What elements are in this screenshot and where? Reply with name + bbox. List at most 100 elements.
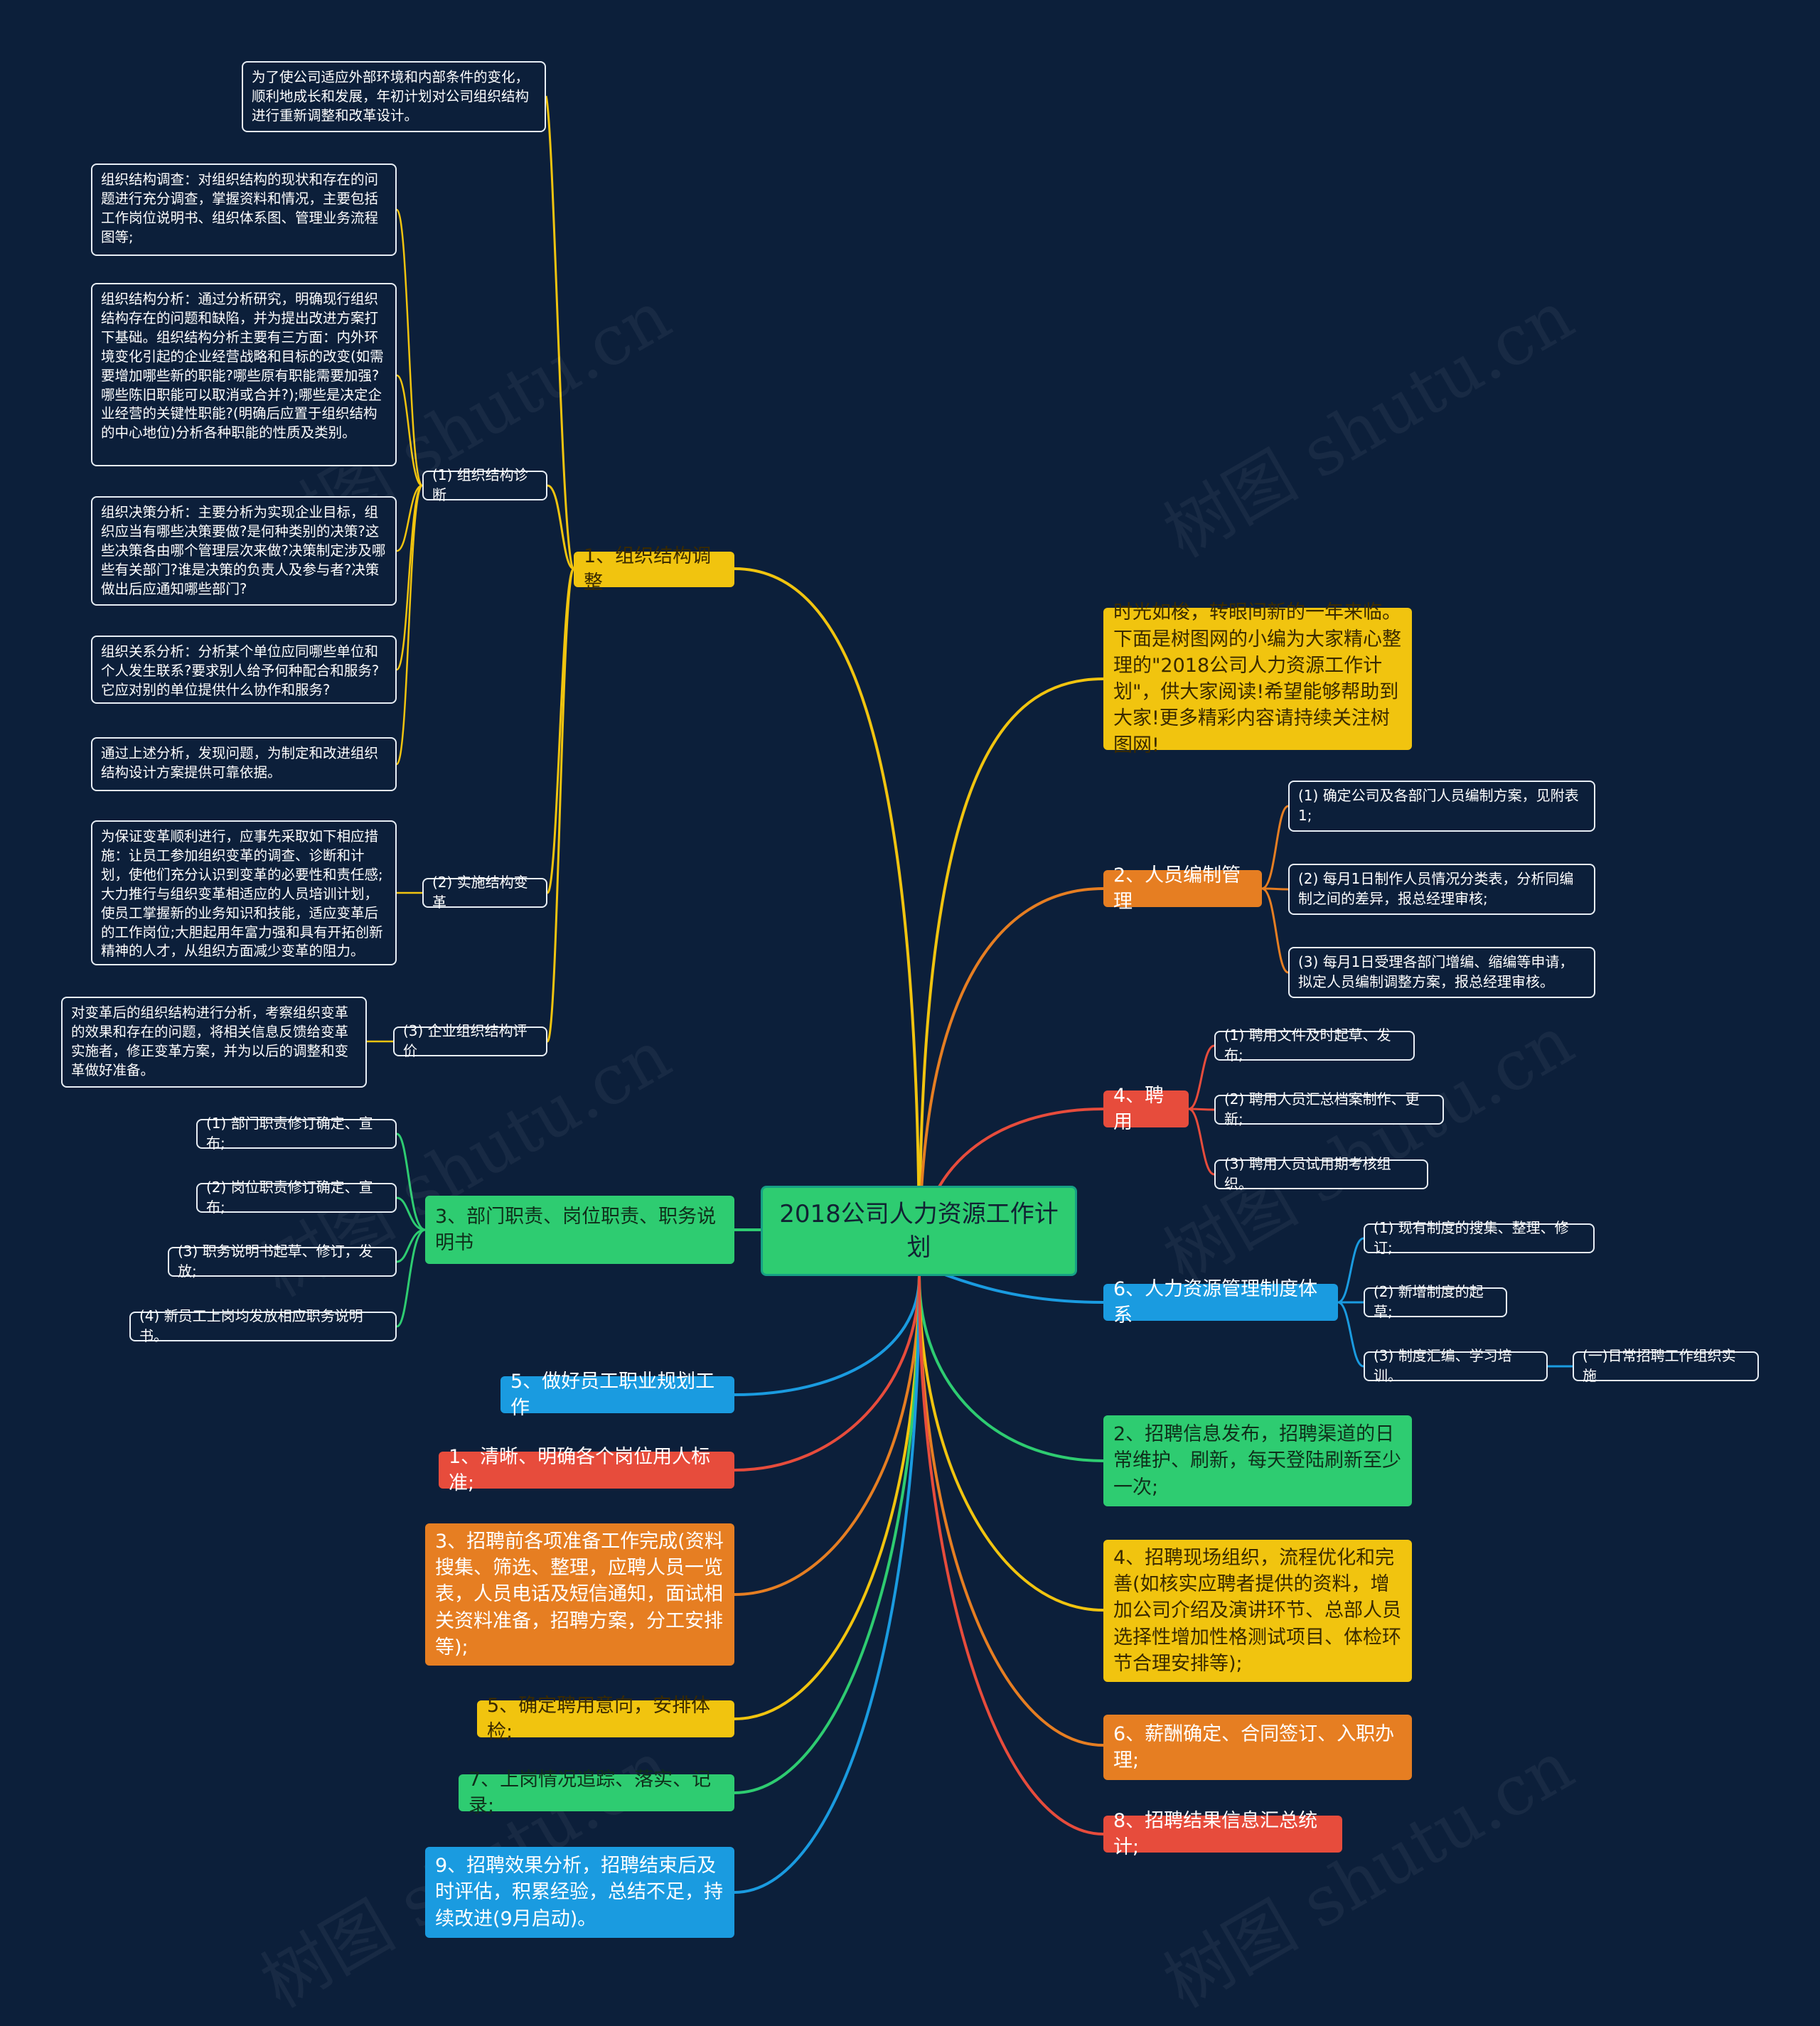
org-evaluate-label: (3) 企业组织结构评价 — [403, 1022, 528, 1059]
link-onsite — [918, 1275, 1104, 1612]
branch-prep[interactable]: 3、招聘前各项准备工作完成(资料搜集、筛选、整理，应聘人员一览表，人员电话及短信… — [425, 1523, 734, 1666]
branch-standard[interactable]: 1、清晰、明确各个岗位用人标准; — [439, 1446, 734, 1494]
link-diag-1 — [395, 208, 424, 487]
staffing-item[interactable]: (1) 确定公司及各部门人员编制方案，见附表1; — [1288, 781, 1595, 832]
system-item[interactable]: (2) 新增制度的起草; — [1364, 1283, 1507, 1320]
branch-salary[interactable]: 6、薪酬确定、合同签订、入职办理; — [1103, 1715, 1412, 1780]
org-diagnosis[interactable]: (1) 组织结构诊断 — [422, 466, 547, 503]
implement-item[interactable]: 为保证变革顺利进行，应事先采取如下相应措施：让员工参加组织变革的调查、诊断和计划… — [91, 820, 397, 965]
org-implement[interactable]: (2) 实施结构变革 — [422, 874, 547, 911]
link-publish — [918, 1275, 1104, 1462]
org-diagnosis-label: (1) 组织结构诊断 — [432, 466, 528, 503]
org-intro[interactable]: 为了使公司适应外部环境和内部条件的变化，顺利地成长和发展，年初计划对公司组织结构… — [242, 61, 546, 132]
staffing-item-text: (1) 确定公司及各部门人员编制方案，见附表1; — [1298, 787, 1579, 824]
hire-item[interactable]: (1) 聘用文件及时起草、发布; — [1214, 1027, 1415, 1063]
duty-item-text: (1) 部门职责修订确定、宣布; — [206, 1115, 373, 1152]
link-staff-3 — [1261, 887, 1289, 974]
branch-standard-label: 1、清晰、明确各个岗位用人标准; — [449, 1445, 711, 1494]
branch-system[interactable]: 6、人力资源管理制度体系 — [1103, 1278, 1338, 1326]
system-item[interactable]: (1) 现有制度的搜集、整理、修订; — [1364, 1219, 1595, 1256]
system-item[interactable]: (3) 制度汇编、学习培训。 — [1364, 1347, 1548, 1384]
hire-item-text: (3) 聘用人员试用期考核组织。 — [1224, 1155, 1391, 1192]
diagnosis-item[interactable]: 组织关系分析：分析某个单位应同哪些单位和个人发生联系?要求别人给予何种配合和服务… — [91, 636, 397, 704]
link-staff-1 — [1261, 805, 1289, 890]
branch-hire[interactable]: 4、聘用 — [1103, 1085, 1189, 1133]
implement-item-text: 为保证变革顺利进行，应事先采取如下相应措施：让员工参加组织变革的调查、诊断和计划… — [101, 828, 383, 960]
org-intro-text: 为了使公司适应外部环境和内部条件的变化，顺利地成长和发展，年初计划对公司组织结构… — [252, 69, 530, 124]
diagnosis-item[interactable]: 通过上述分析，发现问题，为制定和改进组织结构设计方案提供可靠依据。 — [91, 737, 397, 791]
link-org — [734, 567, 921, 1266]
branch-intent[interactable]: 5、确定聘用意向，安排体检; — [477, 1695, 734, 1743]
branch-career-label: 5、做好员工职业规划工作 — [510, 1370, 715, 1419]
branch-track-label: 7、上岗情况追踪、落实、记录; — [469, 1768, 712, 1817]
link-analysis — [734, 1275, 921, 1894]
branch-track[interactable]: 7、上岗情况追踪、落实、记录; — [459, 1769, 734, 1817]
diagnosis-item-text: 组织关系分析：分析某个单位应同哪些单位和个人发生联系?要求别人给予何种配合和服务… — [101, 643, 380, 698]
duty-item-text: (4) 新员工上岗均发放相应职务说明书。 — [139, 1307, 363, 1344]
org-evaluate[interactable]: (3) 企业组织结构评价 — [393, 1022, 547, 1059]
link-staffing — [918, 887, 1104, 1266]
diagnosis-item-text: 组织结构调查：对组织结构的现状和存在的问题进行充分调查，掌握资料和情况，主要包括… — [101, 171, 379, 245]
diagnosis-item[interactable]: 组织结构调查：对组织结构的现状和存在的问题进行充分调查，掌握资料和情况，主要包括… — [91, 164, 397, 256]
branch-org[interactable]: 1、组织结构调整 — [574, 545, 734, 594]
duty-item[interactable]: (4) 新员工上岗均发放相应职务说明书。 — [129, 1307, 397, 1344]
branch-publish-label: 2、招聘信息发布，招聘渠道的日常维护、刷新，每天登陆刷新至少一次; — [1113, 1423, 1401, 1499]
central-topic-label: 2018公司人力资源工作计划 — [779, 1199, 1059, 1262]
link-duty-4 — [396, 1228, 426, 1328]
branch-system-label: 6、人力资源管理制度体系 — [1113, 1277, 1318, 1326]
link-diag-3 — [396, 484, 423, 552]
duty-item[interactable]: (3) 职务说明书起草、修订，发放; — [168, 1243, 397, 1280]
link-org-implement — [546, 567, 575, 894]
hire-item-text: (2) 聘用人员汇总档案制作、更新; — [1224, 1090, 1420, 1127]
staffing-item-text: (3) 每月1日受理各部门增编、缩编等申请，拟定人员编制调整方案，报总经理审核。 — [1298, 953, 1574, 990]
branch-publish[interactable]: 2、招聘信息发布，招聘渠道的日常维护、刷新，每天登陆刷新至少一次; — [1103, 1415, 1412, 1506]
branch-duty[interactable]: 3、部门职责、岗位职责、职务说明书 — [425, 1196, 734, 1264]
link-org-intro — [545, 95, 575, 570]
system-extra-item[interactable]: (一)日常招聘工作组织实施 — [1573, 1347, 1759, 1384]
diagnosis-item-text: 组织结构分析：通过分析研究，明确现行组织结构存在的问题和缺陷，并为提出改进方案打… — [101, 291, 384, 441]
diagnosis-item-text: 通过上述分析，发现问题，为制定和改进组织结构设计方案提供可靠依据。 — [101, 745, 379, 781]
branch-summary-label: 8、招聘结果信息汇总统计; — [1113, 1809, 1318, 1858]
duty-item[interactable]: (2) 岗位职责修订确定、宣布; — [196, 1179, 397, 1216]
duty-item-text: (2) 岗位职责修订确定、宣布; — [206, 1179, 373, 1216]
diagnosis-item[interactable]: 组织结构分析：通过分析研究，明确现行组织结构存在的问题和缺陷，并为提出改进方案打… — [91, 283, 397, 466]
link-diag-2 — [396, 374, 423, 487]
system-item-text: (2) 新增制度的起草; — [1374, 1283, 1484, 1320]
link-diag-5 — [395, 484, 424, 766]
staffing-item[interactable]: (2) 每月1日制作人员情况分类表，分析同编制之间的差异，报总经理审核; — [1288, 864, 1595, 915]
link-duty-3 — [396, 1228, 426, 1263]
branch-duty-label: 3、部门职责、岗位职责、职务说明书 — [435, 1205, 717, 1254]
link-org-evaluate — [546, 567, 575, 1043]
link-career — [734, 1275, 921, 1396]
link-prep — [734, 1275, 921, 1596]
branch-org-label: 1、组织结构调整 — [584, 545, 712, 594]
branch-intro-label: 时光如梭，转眼间新的一年来临。下面是树图网的小编为大家精心整理的"2018公司人… — [1113, 601, 1401, 756]
branch-hire-label: 4、聘用 — [1113, 1084, 1165, 1133]
diagnosis-item[interactable]: 组织决策分析：主要分析为实现企业目标，组织应当有哪些决策要做?是何种类别的决策?… — [91, 496, 397, 606]
link-hire-3 — [1188, 1108, 1215, 1176]
duty-item-text: (3) 职务说明书起草、修订，发放; — [178, 1243, 373, 1280]
branch-staffing[interactable]: 2、人员编制管理 — [1103, 864, 1262, 913]
branch-intro[interactable]: 时光如梭，转眼间新的一年来临。下面是树图网的小编为大家精心整理的"2018公司人… — [1103, 601, 1412, 756]
system-item-text: (3) 制度汇编、学习培训。 — [1374, 1347, 1512, 1384]
branch-summary[interactable]: 8、招聘结果信息汇总统计; — [1103, 1810, 1342, 1858]
duty-item[interactable]: (1) 部门职责修订确定、宣布; — [196, 1115, 397, 1152]
branch-onsite[interactable]: 4、招聘现场组织，流程优化和完善(如核实应聘者提供的资料，增加公司介绍及演讲环节… — [1103, 1540, 1412, 1682]
central-topic[interactable]: 2018公司人力资源工作计划 — [761, 1186, 1077, 1276]
staffing-item[interactable]: (3) 每月1日受理各部门增编、缩编等申请，拟定人员编制调整方案，报总经理审核。 — [1288, 947, 1595, 998]
link-sys-3 — [1337, 1301, 1364, 1368]
branch-analysis[interactable]: 9、招聘效果分析，招聘结束后及时评估，积累经验，总结不足，持续改进(9月启动)。 — [425, 1847, 734, 1938]
system-extra-text: (一)日常招聘工作组织实施 — [1583, 1347, 1736, 1384]
link-hire-2 — [1188, 1108, 1215, 1111]
org-implement-label: (2) 实施结构变革 — [432, 874, 528, 911]
branch-intent-label: 5、确定聘用意向，安排体检; — [487, 1694, 711, 1743]
branch-career[interactable]: 5、做好员工职业规划工作 — [500, 1371, 734, 1419]
hire-item[interactable]: (2) 聘用人员汇总档案制作、更新; — [1214, 1090, 1444, 1127]
hire-item-text: (1) 聘用文件及时起草、发布; — [1224, 1027, 1391, 1063]
hire-item[interactable]: (3) 聘用人员试用期考核组织。 — [1214, 1155, 1428, 1192]
branch-analysis-label: 9、招聘效果分析，招聘结束后及时评估，积累经验，总结不足，持续改进(9月启动)。 — [435, 1855, 723, 1930]
branch-staffing-label: 2、人员编制管理 — [1113, 864, 1241, 913]
evaluate-item[interactable]: 对变革后的组织结构进行分析，考察组织变革的效果和存在的问题，将相关信息反馈给变革… — [61, 997, 367, 1088]
link-intro — [918, 677, 1104, 1266]
